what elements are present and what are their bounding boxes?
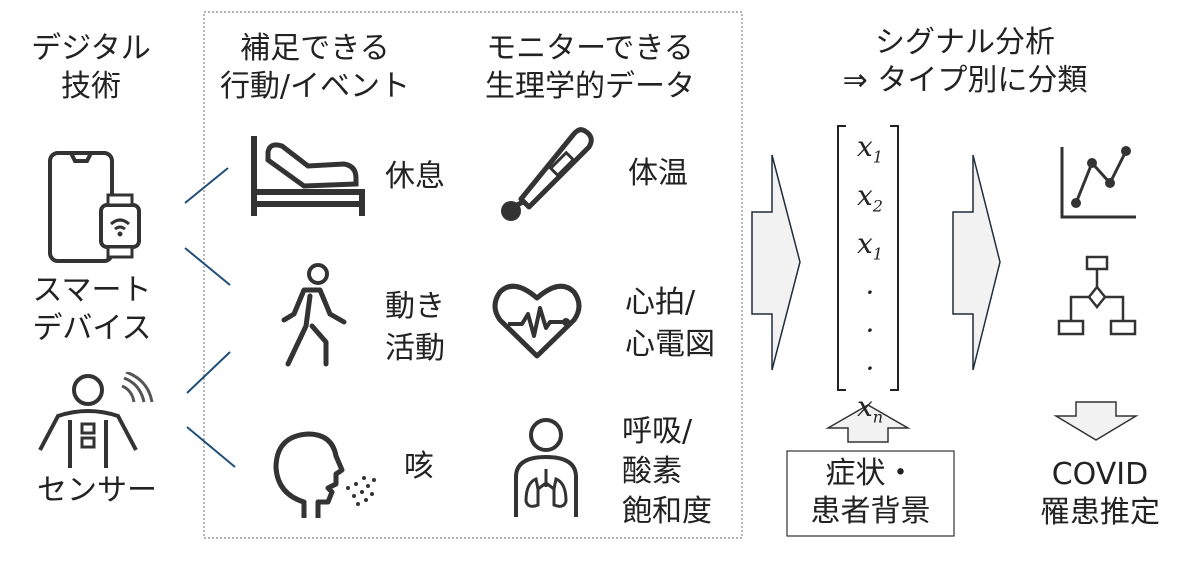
smartphone-watch-icon — [48, 151, 141, 263]
header-digital-tech: デジタル 技術 — [31, 31, 151, 104]
vector-item: · — [865, 313, 875, 347]
cough-head-icon — [273, 431, 376, 518]
walking-person-icon — [281, 263, 347, 367]
body-sensor-icon — [38, 372, 154, 468]
flowchart-icon — [1057, 255, 1137, 336]
vector-item: xn — [856, 389, 884, 427]
connector-line — [184, 247, 231, 286]
process-arrow — [751, 154, 801, 371]
heart-ecg-icon — [492, 283, 582, 359]
label-smart-device: スマート デバイス — [32, 273, 152, 346]
label-temperature: 体温 — [628, 156, 688, 191]
vector-item: x1 — [857, 227, 883, 264]
connector-line — [186, 351, 231, 394]
feature-vector: x1 x2 x1 · · · xn — [852, 128, 888, 436]
process-arrow — [952, 154, 1001, 371]
label-cough: 咳 — [404, 449, 434, 484]
lungs-person-icon — [514, 418, 578, 517]
connector-line — [184, 167, 229, 204]
vector-item: x2 — [857, 178, 883, 216]
thermometer-icon — [501, 127, 594, 221]
label-sensor: センサー — [37, 473, 157, 508]
symptoms-box — [786, 450, 955, 537]
connector-line — [186, 426, 236, 468]
line-chart-icon — [1060, 146, 1136, 219]
label-respiration: 呼吸/ 酸素 飽和度 — [622, 414, 712, 529]
label-covid-estimate: COVID 罹患推定 — [1040, 457, 1160, 530]
label-activity: 動き 活動 — [385, 289, 445, 366]
vector-item: x1 — [857, 130, 883, 167]
dashed-frame — [203, 11, 743, 539]
header-physiological: モニターできる 生理学的データ — [485, 31, 695, 104]
label-heart: 心拍/ 心電図 — [625, 285, 715, 362]
label-symptoms: 症状・ 患者背景 — [810, 456, 931, 529]
vector-item: · — [865, 275, 875, 309]
vector-bracket-right — [890, 125, 899, 391]
vector-bracket-left — [837, 125, 846, 391]
down-arrow — [1053, 401, 1139, 441]
up-arrow — [825, 404, 911, 443]
bed-rest-icon — [251, 136, 365, 216]
header-signal-analysis: シグナル分析 ⇒ タイプ別に分類 — [842, 25, 1088, 98]
vector-item: · — [865, 351, 875, 385]
header-behaviors: 補足できる 行動/イベント — [219, 31, 411, 104]
label-rest: 休息 — [385, 159, 445, 194]
